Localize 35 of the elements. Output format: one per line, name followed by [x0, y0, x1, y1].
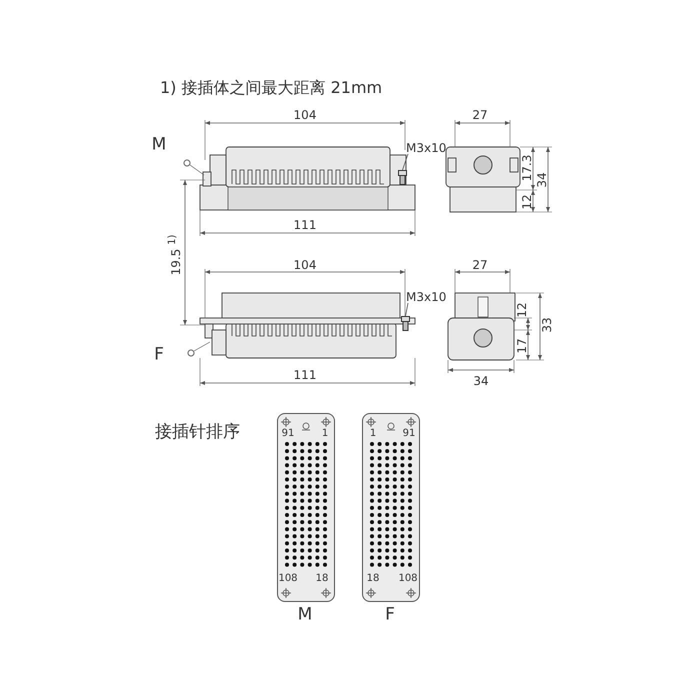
dimension-text: 34 — [473, 375, 489, 387]
dimension-text: 27 — [472, 259, 488, 271]
dimension-text: 104 — [294, 259, 316, 271]
note-text: 1) 接插体之间最大距离 21mm — [160, 80, 382, 96]
view-label: M — [152, 136, 166, 154]
pin-number: 18 — [366, 574, 380, 584]
dimension-text: 34 — [536, 172, 548, 188]
leader-line — [405, 302, 408, 316]
view-label: F — [154, 346, 164, 364]
pin-number: 1 — [322, 429, 328, 439]
dimension-text: 12 — [516, 302, 528, 318]
pin-face-plate — [277, 413, 335, 602]
dimension-text: 12 — [521, 194, 533, 210]
heading-text: 接插针排序 — [155, 424, 240, 441]
pin-number: 108 — [398, 574, 418, 584]
callout-text: M3x10 — [406, 142, 446, 154]
leader-line — [402, 154, 408, 170]
pin-number: 91 — [282, 429, 294, 439]
callout-text: M3x10 — [406, 291, 446, 303]
dimension-text: 17 — [516, 338, 528, 354]
view-label: M — [298, 606, 312, 624]
pin-number: 18 — [316, 574, 328, 584]
pin-face-plate — [362, 413, 420, 602]
dimension-text: 111 — [294, 219, 316, 231]
dimension-text: 104 — [294, 109, 316, 121]
screw-drawing — [401, 316, 410, 331]
pin-number: 1 — [370, 429, 376, 439]
pin-number: 108 — [278, 574, 298, 584]
pin-number: 91 — [402, 429, 416, 439]
screw-drawing — [398, 170, 407, 185]
dimension-text: 17.3 — [521, 154, 533, 182]
dimension-text: 27 — [472, 109, 488, 121]
view-label: F — [385, 606, 395, 624]
dimension-text: 111 — [294, 369, 316, 381]
dimension-text: 33 — [541, 317, 553, 333]
